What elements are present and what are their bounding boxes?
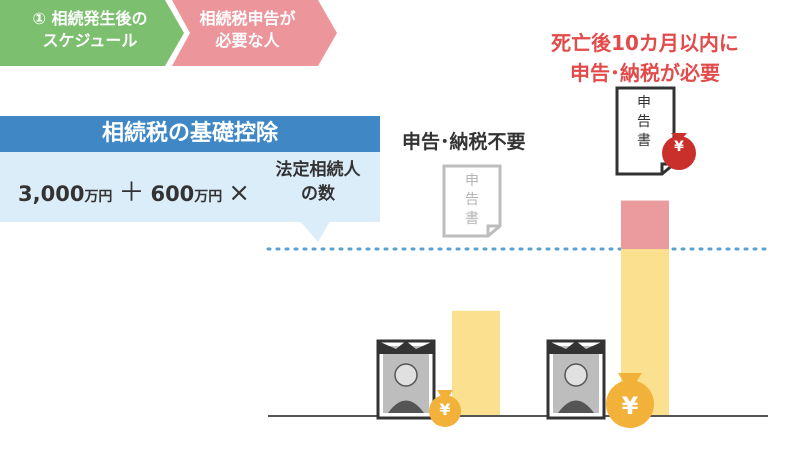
unit-man-yen-2: 万円 xyxy=(194,189,223,205)
step2-label: 相続税申告が 必要な人 xyxy=(180,8,315,52)
step1-line1: ① 相続発生後の xyxy=(32,9,148,28)
step2-arrow xyxy=(172,0,337,66)
yen-red-icon: ¥ xyxy=(674,139,684,155)
document-gray-text: 申 告 書 xyxy=(447,172,497,229)
deadline-line2: 申告･納税が必要 xyxy=(570,61,720,85)
legal-heirs-label: 法定相続人 の数 xyxy=(268,158,368,206)
deceased-portrait-2-icon xyxy=(546,339,606,420)
document-gray-icon xyxy=(442,164,502,238)
doc-gray-char-2: 告 xyxy=(465,192,479,208)
money-bag-large-icon xyxy=(606,373,654,428)
step2-line1: 相続税申告が xyxy=(199,9,296,28)
deceased-portrait-1-icon xyxy=(376,339,436,420)
times-sign: × xyxy=(228,178,251,208)
amount-3000: 3,000 xyxy=(18,182,85,206)
step1-arrow xyxy=(0,0,184,66)
doc-gray-char-3: 書 xyxy=(465,211,479,227)
step1-label: ① 相続発生後の スケジュール xyxy=(12,8,168,52)
unit-man-yen-1: 万円 xyxy=(84,189,113,205)
deadline-line1: 死亡後10カ月以内に xyxy=(551,31,739,55)
money-bag-small-icon xyxy=(429,390,461,427)
deduction-title: 相続税の基礎控除 xyxy=(101,121,278,146)
deduction-box-header xyxy=(0,116,380,152)
amount-600: 600 xyxy=(150,182,195,206)
bar-no-filing xyxy=(452,310,500,416)
deduction-formula: 3,000万円＋600万円× xyxy=(18,172,256,209)
no-filing-label: 申告･納税不要 xyxy=(402,131,526,153)
heirs-line2: の数 xyxy=(301,184,335,204)
bar-filing-above-threshold xyxy=(621,200,669,249)
plus-sign: ＋ xyxy=(118,178,145,208)
red-money-bag-icon xyxy=(662,133,696,170)
yen-large-icon: ¥ xyxy=(621,392,639,420)
doc-dark-char-1: 申 xyxy=(637,95,651,111)
heirs-line1: 法定相続人 xyxy=(275,160,361,180)
filing-required-label: 死亡後10カ月以内に 申告･納税が必要 xyxy=(530,28,760,88)
doc-gray-char-1: 申 xyxy=(465,173,479,189)
document-dark-text: 申 告 書 xyxy=(620,94,668,151)
doc-dark-char-3: 書 xyxy=(637,133,651,149)
step1-line2: スケジュール xyxy=(42,31,138,50)
step2-line2: 必要な人 xyxy=(215,31,280,50)
deduction-box-tail xyxy=(300,221,330,242)
doc-dark-char-2: 告 xyxy=(637,114,651,130)
yen-small-icon: ¥ xyxy=(439,400,451,419)
